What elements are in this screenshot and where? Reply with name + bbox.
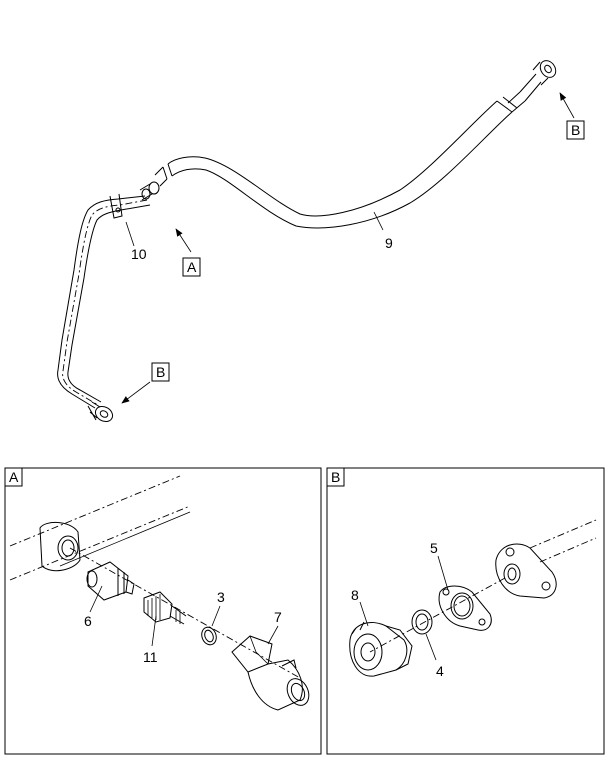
callout-5: 5 [430, 540, 438, 556]
callout-9: 9 [385, 235, 393, 251]
steel-line [57, 195, 146, 409]
tag-box-B-top [566, 120, 585, 140]
tag-B-top: B [571, 122, 580, 138]
port-housing [39, 522, 81, 572]
arrow-B-top [559, 92, 575, 119]
callout-10: 10 [131, 246, 147, 262]
detail-a-panel: A [4, 467, 322, 755]
detail-b-panel: B [326, 467, 605, 755]
fitting-6 [86, 561, 135, 601]
fitting-left [87, 401, 114, 423]
tag-box-A [182, 257, 201, 277]
callout-11: 11 [143, 649, 158, 665]
leader-9 [373, 211, 384, 231]
callout-6: 6 [84, 613, 92, 629]
gasket-5 [438, 585, 492, 631]
mounting-flange [495, 543, 557, 599]
washer-4 [411, 609, 433, 635]
tag-box-B-left [151, 362, 170, 382]
leader-10 [125, 221, 135, 247]
clamp-10 [109, 193, 123, 219]
arrow-A [175, 228, 192, 253]
sensor-7 [231, 635, 310, 711]
callout-7: 7 [274, 609, 282, 625]
tag-B-left: B [156, 364, 165, 380]
callout-8: 8 [351, 587, 359, 603]
fitting-mid [139, 166, 168, 201]
hose-assembly [57, 60, 557, 423]
callout-3: 3 [217, 589, 225, 605]
o-ring-3 [201, 626, 217, 646]
cover-8 [349, 621, 413, 677]
tag-A: A [187, 259, 197, 275]
arrow-B-left [121, 381, 151, 404]
fitting-right [519, 60, 557, 102]
fitting-11 [143, 591, 187, 625]
detail-b-tag: B [331, 469, 340, 485]
callout-4: 4 [436, 663, 444, 679]
hose-main [167, 100, 498, 217]
detail-a-tag: A [9, 469, 19, 485]
